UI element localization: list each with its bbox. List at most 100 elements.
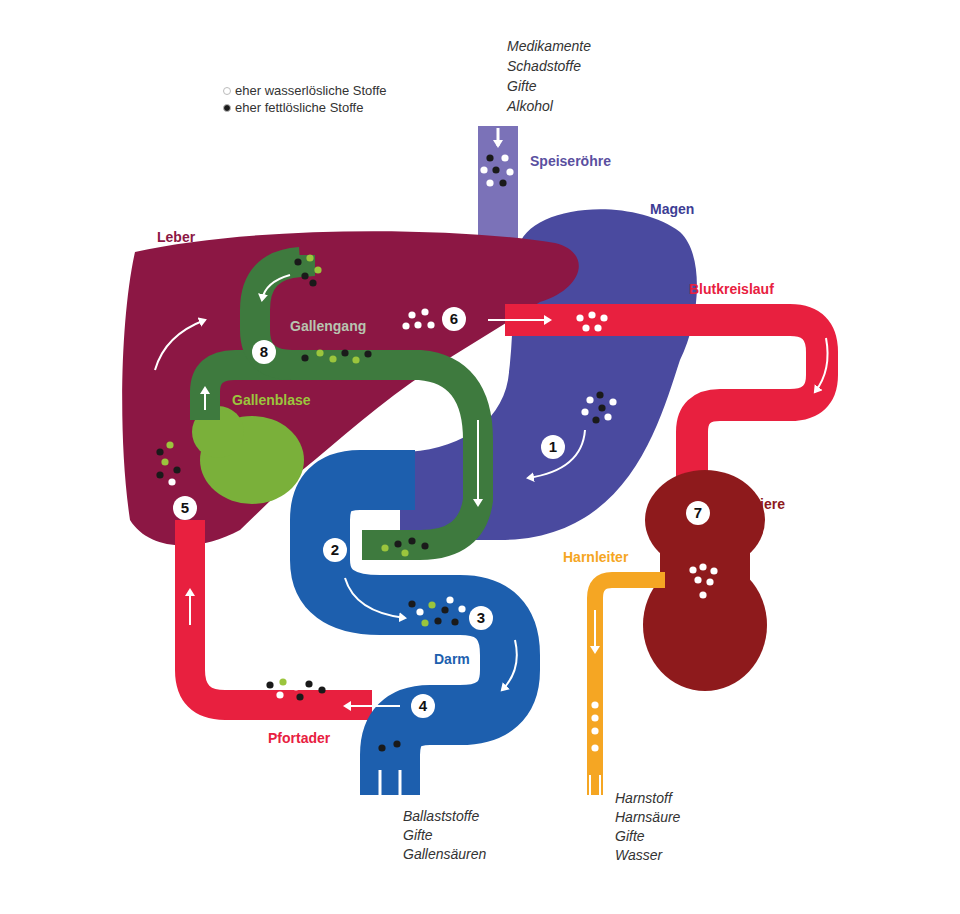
- substance-dot: [341, 349, 348, 356]
- substance-dot: [266, 681, 273, 688]
- substance-dot: [588, 311, 595, 318]
- part-label: Niere: [750, 496, 785, 513]
- part-label: Pfortader: [268, 730, 330, 747]
- flow-arrow: [345, 578, 405, 618]
- substance-dot: [408, 537, 415, 544]
- substance-dot: [486, 154, 493, 161]
- substance-dot: [592, 416, 599, 423]
- ureter-opening: [589, 775, 591, 796]
- substance-dot: [706, 578, 713, 585]
- substance-dot: [710, 567, 717, 574]
- legend-text: eher fettlösliche Stoffe: [235, 100, 363, 116]
- flow-arrow: [528, 430, 585, 478]
- legend-swatch: [223, 87, 231, 95]
- substance-dot: [305, 680, 312, 687]
- note-text: Schadstoffe: [507, 58, 581, 75]
- flow-arrow: [594, 610, 596, 652]
- substance-dot: [294, 258, 301, 265]
- substance-dot: [408, 311, 415, 318]
- substance-dot: [427, 321, 434, 328]
- part-label: Gallengang: [290, 318, 366, 335]
- substance-dot: [364, 350, 371, 357]
- part-label: Magen: [650, 201, 694, 218]
- callout-number: 8: [252, 340, 276, 364]
- substance-dot: [309, 279, 316, 286]
- substance-dot: [486, 179, 493, 186]
- note-text: Gallensäuren: [403, 846, 486, 863]
- note-text: Alkohol: [507, 98, 553, 115]
- callout-number: 1: [541, 435, 565, 459]
- flow-arrow: [477, 420, 479, 505]
- substance-dot: [318, 686, 325, 693]
- note-text: Ballaststoffe: [403, 808, 479, 825]
- callout-number: 7: [686, 501, 710, 525]
- note-text: Medikamente: [507, 38, 591, 55]
- callout-number: 2: [323, 538, 347, 562]
- substance-dot: [414, 321, 421, 328]
- substance-dot: [352, 356, 359, 363]
- note-text: Harnstoff: [615, 790, 672, 807]
- note-text: Harnsäure: [615, 809, 680, 826]
- legend-swatch: [223, 104, 231, 112]
- part-label: Leber: [157, 229, 195, 246]
- note-text: Wasser: [615, 847, 662, 864]
- note-text: Gifte: [403, 827, 433, 844]
- part-label: Speiseröhre: [530, 153, 611, 170]
- substance-dot: [301, 272, 308, 279]
- substance-dot: [401, 549, 408, 556]
- substance-dot: [604, 413, 611, 420]
- substance-dot: [279, 678, 286, 685]
- substance-dot: [161, 458, 168, 465]
- substance-dot: [292, 683, 299, 690]
- substance-dot: [492, 166, 499, 173]
- substance-dot: [402, 322, 409, 329]
- substance-dot: [581, 408, 588, 415]
- substance-dot: [381, 544, 388, 551]
- substance-dot: [694, 576, 701, 583]
- substance-dot: [446, 596, 453, 603]
- substance-dot: [408, 600, 415, 607]
- blood-circulation: [505, 320, 822, 490]
- substance-dot: [428, 601, 435, 608]
- substance-dot: [416, 608, 423, 615]
- note-text: Gifte: [615, 828, 645, 845]
- substance-dot: [421, 308, 428, 315]
- substance-dot: [600, 314, 607, 321]
- substance-dot: [576, 314, 583, 321]
- part-label: Blutkreislauf: [689, 281, 774, 298]
- substance-dot: [441, 606, 448, 613]
- substance-dot: [156, 471, 163, 478]
- substance-dot: [591, 714, 598, 721]
- callout-number: 6: [442, 307, 466, 331]
- substance-dot: [506, 168, 513, 175]
- substance-dot: [689, 566, 696, 573]
- substance-dot: [591, 701, 598, 708]
- flow-arrow: [155, 320, 205, 370]
- substance-dot: [393, 740, 400, 747]
- substance-dot: [301, 354, 308, 361]
- ureter-opening: [599, 775, 601, 796]
- substance-dot: [594, 324, 601, 331]
- part-label: Gallenblase: [232, 392, 311, 409]
- flow-arrow: [204, 388, 206, 410]
- callout-number: 4: [411, 694, 435, 718]
- substance-dot: [598, 404, 605, 411]
- substance-dot: [582, 324, 589, 331]
- legend-text: eher wasserlösliche Stoffe: [235, 83, 387, 99]
- flow-arrow: [502, 640, 517, 690]
- substance-dot: [378, 744, 385, 751]
- substance-dot: [421, 619, 428, 626]
- flow-arrow: [189, 590, 191, 625]
- substance-dot: [591, 744, 598, 751]
- substance-dot: [458, 605, 465, 612]
- note-text: Gifte: [507, 78, 537, 95]
- kidney: [660, 540, 750, 610]
- substance-dot: [591, 727, 598, 734]
- flow-arrow: [262, 275, 290, 300]
- part-label: Harnleiter: [563, 549, 628, 566]
- substance-dot: [480, 166, 487, 173]
- substance-dot: [173, 466, 180, 473]
- substance-dot: [434, 617, 441, 624]
